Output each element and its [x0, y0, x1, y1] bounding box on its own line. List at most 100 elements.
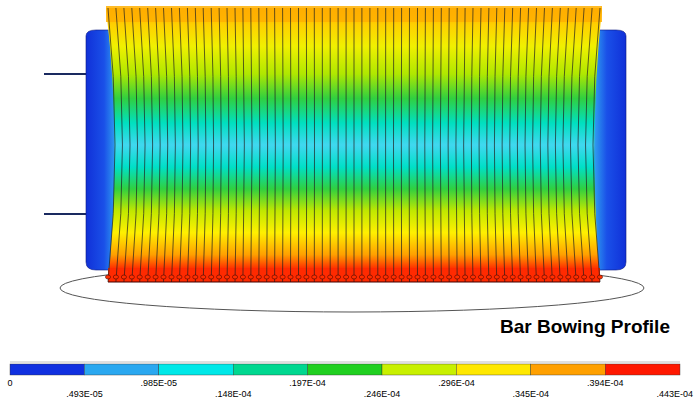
- rotor-bar: [211, 8, 213, 282]
- rotor-bar: [108, 8, 115, 282]
- rotor-bar: [393, 8, 394, 282]
- bar-end: [336, 275, 341, 279]
- rotor-bar: [448, 8, 449, 282]
- rotor-bar: [525, 8, 529, 282]
- bar-end: [153, 275, 158, 279]
- rotor-bar: [251, 8, 252, 282]
- rotor-bar: [586, 8, 593, 282]
- bar-end: [232, 275, 237, 279]
- bar-end: [240, 275, 245, 279]
- rotor-bar: [440, 8, 442, 282]
- bar-end: [463, 275, 468, 279]
- rotor-bar: [124, 8, 130, 282]
- rotor-bar: [330, 8, 331, 282]
- bar-end: [439, 275, 444, 279]
- rotor-bar: [401, 8, 402, 282]
- rotor-bar: [219, 8, 221, 282]
- rotor-bar: [510, 8, 513, 282]
- bar-end: [145, 275, 150, 279]
- rotor-bar: [322, 8, 323, 282]
- bar-end: [288, 275, 293, 279]
- bar-end: [478, 275, 483, 279]
- bar-end: [391, 275, 396, 279]
- bar-end: [304, 275, 309, 279]
- rotor-bar: [179, 8, 183, 282]
- contour-value: .246E-04: [364, 389, 401, 399]
- rotor-bar: [555, 8, 560, 282]
- rotor-bar: [235, 8, 237, 282]
- bar-end: [534, 275, 539, 279]
- contour-value: .493E-05: [66, 389, 103, 399]
- rotor-bar: [116, 8, 123, 282]
- bar-end: [169, 275, 174, 279]
- rotor-bar: [140, 8, 145, 282]
- rotor-bar: [274, 8, 276, 282]
- rotor-bar: [377, 8, 378, 282]
- bar-end: [359, 275, 364, 279]
- bar-end: [280, 275, 285, 279]
- rotor-bar: [164, 8, 168, 282]
- contour-value: .197E-04: [289, 378, 326, 388]
- bar-end: [113, 275, 118, 279]
- rotor-bar: [409, 8, 410, 282]
- contour-color-bar: [10, 364, 680, 375]
- bar-end: [375, 275, 380, 279]
- bar-end: [137, 275, 142, 279]
- rotor-bar: [148, 8, 153, 282]
- rotor-bar: [195, 8, 198, 282]
- bar-end: [558, 275, 563, 279]
- bar-end: [224, 275, 229, 279]
- bar-end: [518, 275, 523, 279]
- bar-end: [383, 275, 388, 279]
- rotor-bar: [578, 8, 584, 282]
- rotor-bar: [571, 8, 577, 282]
- bar-end: [486, 275, 491, 279]
- rotor-bar: [548, 8, 553, 282]
- contour-value: .394E-04: [587, 378, 624, 388]
- contour-value: .443E-04: [656, 389, 693, 399]
- bar-end: [510, 275, 515, 279]
- bar-end: [209, 275, 214, 279]
- rotor-bar: [471, 8, 473, 282]
- rotor-bar: [361, 8, 362, 282]
- rotor-bar: [385, 8, 386, 282]
- bar-end: [296, 275, 301, 279]
- rotor-bar: [156, 8, 161, 282]
- bar-end: [423, 275, 428, 279]
- bar-end: [494, 275, 499, 279]
- bar-end: [399, 275, 404, 279]
- bar-end: [431, 275, 436, 279]
- rotor-bar: [306, 8, 307, 282]
- bar-end: [502, 275, 507, 279]
- rotor-bar: [298, 8, 299, 282]
- rotor-bar: [187, 8, 190, 282]
- bar-end: [344, 275, 349, 279]
- rotor-bar: [563, 8, 568, 282]
- bar-end: [193, 275, 198, 279]
- rotor-bar: [540, 8, 544, 282]
- rotor-bar: [494, 8, 496, 282]
- contour-value: .148E-04: [215, 389, 252, 399]
- rotor-bar: [479, 8, 481, 282]
- bar-end: [597, 275, 602, 279]
- rotor-bar: [346, 8, 347, 282]
- bar-end: [129, 275, 134, 279]
- bar-end: [455, 275, 460, 279]
- bar-end: [177, 275, 182, 279]
- rotor-bar: [354, 8, 355, 282]
- bar-end: [407, 275, 412, 279]
- bar-end: [550, 275, 555, 279]
- rotor-bar: [456, 8, 457, 282]
- rotor-bar: [132, 8, 138, 282]
- bar-end: [248, 275, 253, 279]
- bar-end: [201, 275, 206, 279]
- bar-end: [264, 275, 269, 279]
- bar-end: [105, 275, 110, 279]
- bar-end: [542, 275, 547, 279]
- bar-end: [447, 275, 452, 279]
- bar-end: [328, 275, 333, 279]
- rotor-bar: [533, 8, 537, 282]
- rotor-bar: [487, 8, 489, 282]
- bar-end: [272, 275, 277, 279]
- bar-end: [312, 275, 317, 279]
